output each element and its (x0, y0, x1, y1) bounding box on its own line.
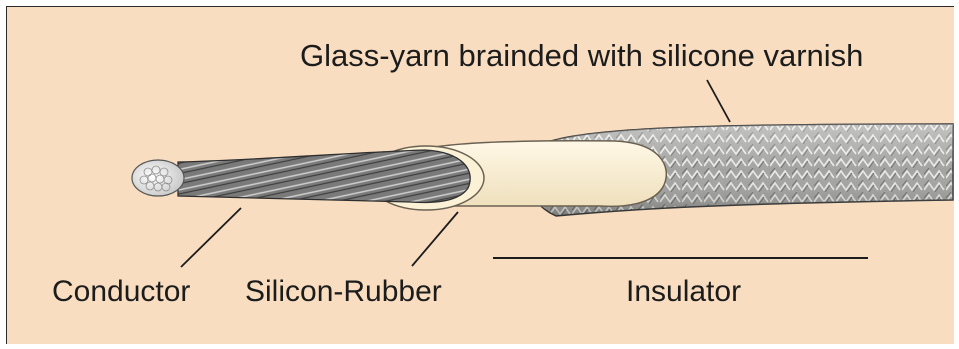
conductor-label: Conductor (52, 277, 190, 307)
silicon-rubber-label: Silicon-Rubber (245, 277, 442, 307)
glass-yarn-leader-line (707, 80, 730, 122)
silicon-rubber-leader-line (412, 212, 458, 266)
glass-yarn-label: Glass-yarn brainded with silicone varnis… (300, 40, 863, 71)
conductor-leader-line (181, 208, 241, 267)
insulator-label: Insulator (626, 277, 741, 307)
conductor-strands (132, 150, 470, 202)
